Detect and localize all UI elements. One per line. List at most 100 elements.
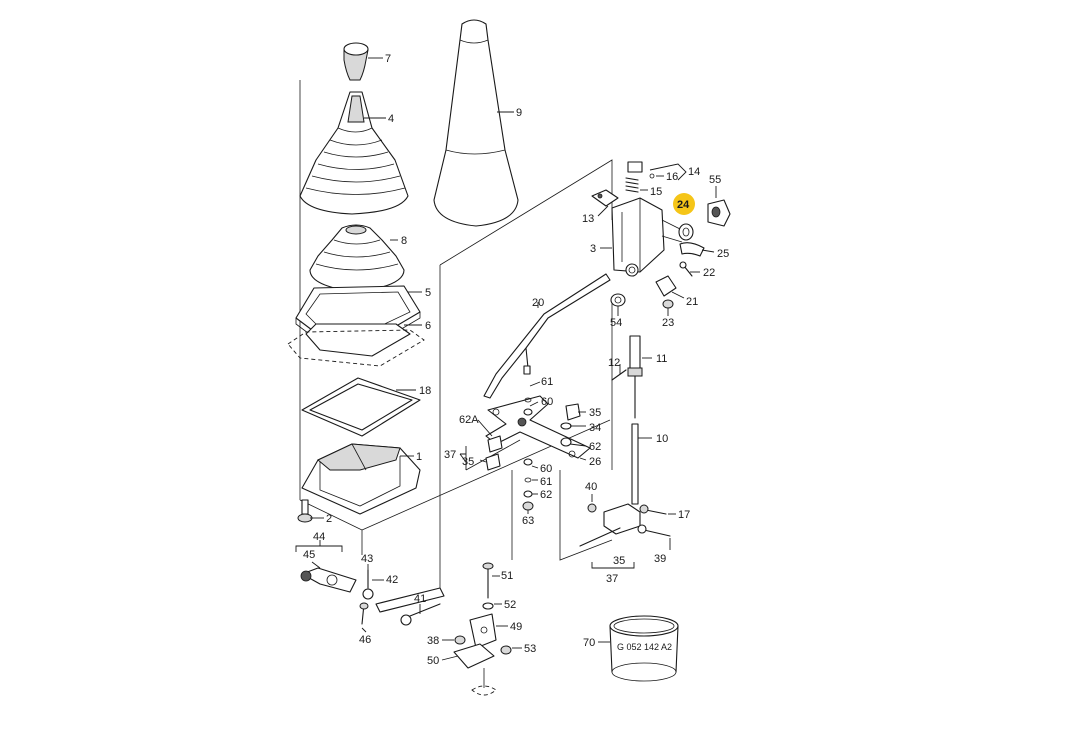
label-38: 38 bbox=[427, 635, 439, 647]
bolt-part-51 bbox=[482, 562, 494, 599]
label-37-bottom: 37 bbox=[606, 573, 618, 585]
label-26: 26 bbox=[589, 456, 601, 468]
clamp-part-21 bbox=[655, 275, 677, 297]
bush-part-35-lower bbox=[485, 453, 501, 471]
pin-part-12 bbox=[611, 369, 627, 381]
mount-plate-part-50 bbox=[453, 643, 497, 696]
bushing-part-24 bbox=[678, 223, 694, 241]
label-7: 7 bbox=[385, 53, 391, 65]
label-49: 49 bbox=[510, 621, 522, 633]
shift-rod-part-41 bbox=[375, 587, 445, 626]
label-10: 10 bbox=[656, 433, 668, 445]
spring-part-15 bbox=[625, 177, 639, 193]
label-63: 63 bbox=[522, 515, 534, 527]
label-17: 17 bbox=[678, 509, 690, 521]
label-54: 54 bbox=[610, 317, 622, 329]
label-9: 9 bbox=[516, 107, 522, 119]
label-18: 18 bbox=[419, 385, 431, 397]
label-51: 51 bbox=[501, 570, 513, 582]
label-42: 42 bbox=[386, 574, 398, 586]
label-40: 40 bbox=[585, 481, 597, 493]
label-53: 53 bbox=[524, 643, 536, 655]
bush-part-60-lower bbox=[523, 458, 533, 466]
shift-rod-part-11 bbox=[627, 335, 643, 419]
label-16: 16 bbox=[666, 171, 678, 183]
part-number-code: G 052 142 A2 bbox=[617, 642, 672, 652]
label-62A: 62A bbox=[459, 414, 479, 426]
label-3: 3 bbox=[590, 243, 596, 255]
label-55: 55 bbox=[709, 174, 721, 186]
label-35-bottom: 35 bbox=[613, 555, 625, 567]
washer-part-61-lower bbox=[524, 477, 532, 483]
bush-part-60-upper bbox=[523, 408, 533, 416]
ball-part-42 bbox=[362, 588, 374, 600]
shift-housing-part bbox=[301, 443, 421, 515]
clip-part-16 bbox=[627, 161, 655, 179]
label-52: 52 bbox=[504, 599, 516, 611]
nut-part-63 bbox=[522, 501, 534, 511]
label-15: 15 bbox=[650, 186, 662, 198]
cap-part-13 bbox=[591, 189, 619, 207]
bracket-part-49 bbox=[469, 613, 497, 649]
part-labels: 7 4 9 8 5 6 18 1 2 14 16 15 13 3 24 55 2… bbox=[303, 53, 729, 667]
label-60-upper: 60 bbox=[541, 396, 553, 408]
shift-knob-part bbox=[343, 42, 369, 81]
label-60-lower: 60 bbox=[540, 463, 552, 475]
nut-part-40 bbox=[587, 503, 597, 513]
label-12: 12 bbox=[608, 357, 620, 369]
label-37-left: 37 bbox=[444, 449, 456, 461]
label-45: 45 bbox=[303, 549, 315, 561]
washer-part-61-upper bbox=[524, 397, 532, 403]
label-70: 70 bbox=[583, 637, 595, 649]
label-46: 46 bbox=[359, 634, 371, 646]
shift-lever-bracket-part bbox=[611, 197, 683, 277]
seal-part bbox=[287, 323, 425, 367]
stop-part-55 bbox=[707, 199, 731, 227]
label-41: 41 bbox=[414, 593, 426, 605]
label-14: 14 bbox=[688, 166, 700, 178]
nut-part-38 bbox=[454, 635, 466, 645]
washer-part-52 bbox=[482, 602, 494, 610]
washer-part-34 bbox=[560, 422, 572, 430]
leader-lines bbox=[295, 57, 717, 661]
label-5: 5 bbox=[425, 287, 431, 299]
shift-boot-part bbox=[299, 91, 409, 215]
shift-rod-part-10 bbox=[631, 423, 639, 505]
selector-rod-part-20 bbox=[483, 273, 611, 399]
shift-cover-part bbox=[433, 19, 519, 227]
label-61-lower: 61 bbox=[540, 476, 552, 488]
bush-part-62A bbox=[487, 435, 503, 453]
label-6: 6 bbox=[425, 320, 431, 332]
clamp-ring-part-70: G 052 142 A2 bbox=[609, 615, 679, 682]
label-43: 43 bbox=[361, 553, 373, 565]
label-1: 1 bbox=[416, 451, 422, 463]
label-62-lower: 62 bbox=[540, 489, 552, 501]
assembly-guide-lines bbox=[299, 80, 613, 590]
gasket-part bbox=[301, 377, 421, 437]
bolt-part-46 bbox=[359, 602, 369, 625]
bolt-part-39 bbox=[637, 524, 671, 537]
nut-part-53 bbox=[500, 645, 512, 655]
bolt-part-17 bbox=[639, 504, 667, 515]
bush-part-35-upper bbox=[565, 403, 581, 421]
label-11: 11 bbox=[656, 353, 667, 365]
screw-part-22 bbox=[679, 261, 693, 277]
label-39: 39 bbox=[654, 553, 666, 565]
label-34: 34 bbox=[589, 422, 601, 434]
clip-part-25 bbox=[679, 242, 705, 257]
highlight-marker-24 bbox=[673, 193, 695, 215]
label-20: 20 bbox=[532, 297, 544, 309]
label-25: 25 bbox=[717, 248, 729, 260]
inner-boot-part bbox=[309, 224, 405, 293]
bolt-part-2 bbox=[297, 499, 313, 523]
bush-part-62-right bbox=[560, 437, 572, 447]
nut-part-23 bbox=[662, 299, 674, 309]
label-13: 13 bbox=[582, 213, 594, 225]
label-2: 2 bbox=[326, 513, 332, 525]
label-35-right: 35 bbox=[589, 407, 601, 419]
label-22: 22 bbox=[703, 267, 715, 279]
label-35-left: 35 bbox=[462, 456, 474, 468]
label-61-upper: 61 bbox=[541, 376, 553, 388]
label-24: 24 bbox=[677, 199, 690, 211]
